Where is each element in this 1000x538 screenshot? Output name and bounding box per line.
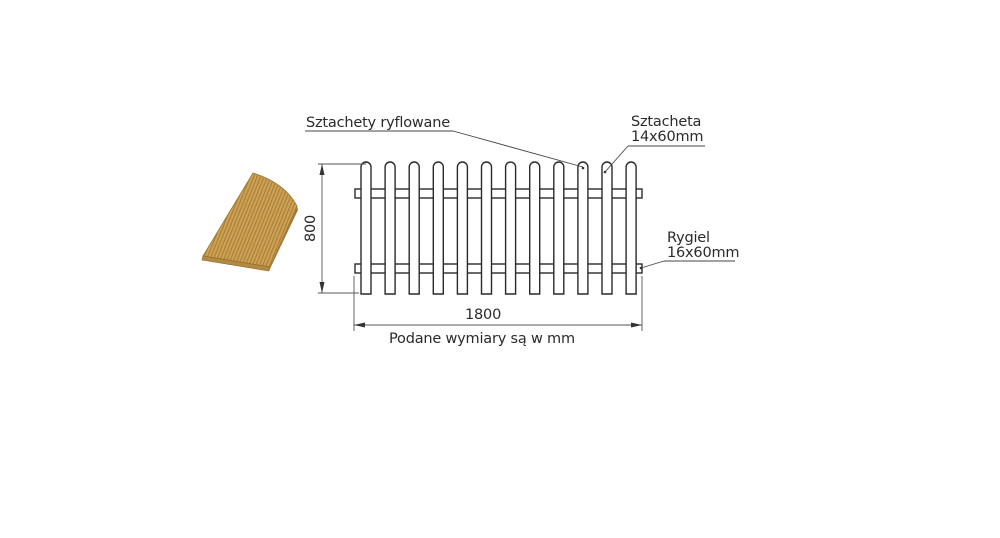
picket-title-label: Sztacheta <box>631 114 702 130</box>
picket <box>577 161 589 295</box>
picket <box>360 161 372 295</box>
picket-size-label: 14x60mm <box>631 129 704 145</box>
picket <box>432 161 444 295</box>
pickets-note-label: Sztachety ryflowane <box>306 115 450 131</box>
picket <box>384 161 396 295</box>
bottom-rail <box>354 263 643 274</box>
rails <box>354 188 643 274</box>
units-note-label: Podane wymiary są w mm <box>389 331 575 347</box>
picket <box>456 161 469 295</box>
leader-lines <box>305 130 735 270</box>
picket <box>480 161 493 295</box>
width-dimension <box>353 276 643 331</box>
grooved-board-preview <box>201 172 298 272</box>
height-dimension <box>318 163 366 294</box>
picket <box>529 161 541 295</box>
pickets <box>360 161 637 295</box>
rail-size-label: 16x60mm <box>667 245 740 261</box>
top-rail <box>354 188 643 199</box>
picket <box>553 161 565 295</box>
picket <box>601 161 613 295</box>
width-dimension-label: 1800 <box>465 307 502 323</box>
picket <box>504 161 517 295</box>
picket <box>625 161 637 295</box>
picket <box>408 161 420 295</box>
rail-title-label: Rygiel <box>667 230 710 246</box>
height-dimension-label: 800 <box>303 214 320 243</box>
